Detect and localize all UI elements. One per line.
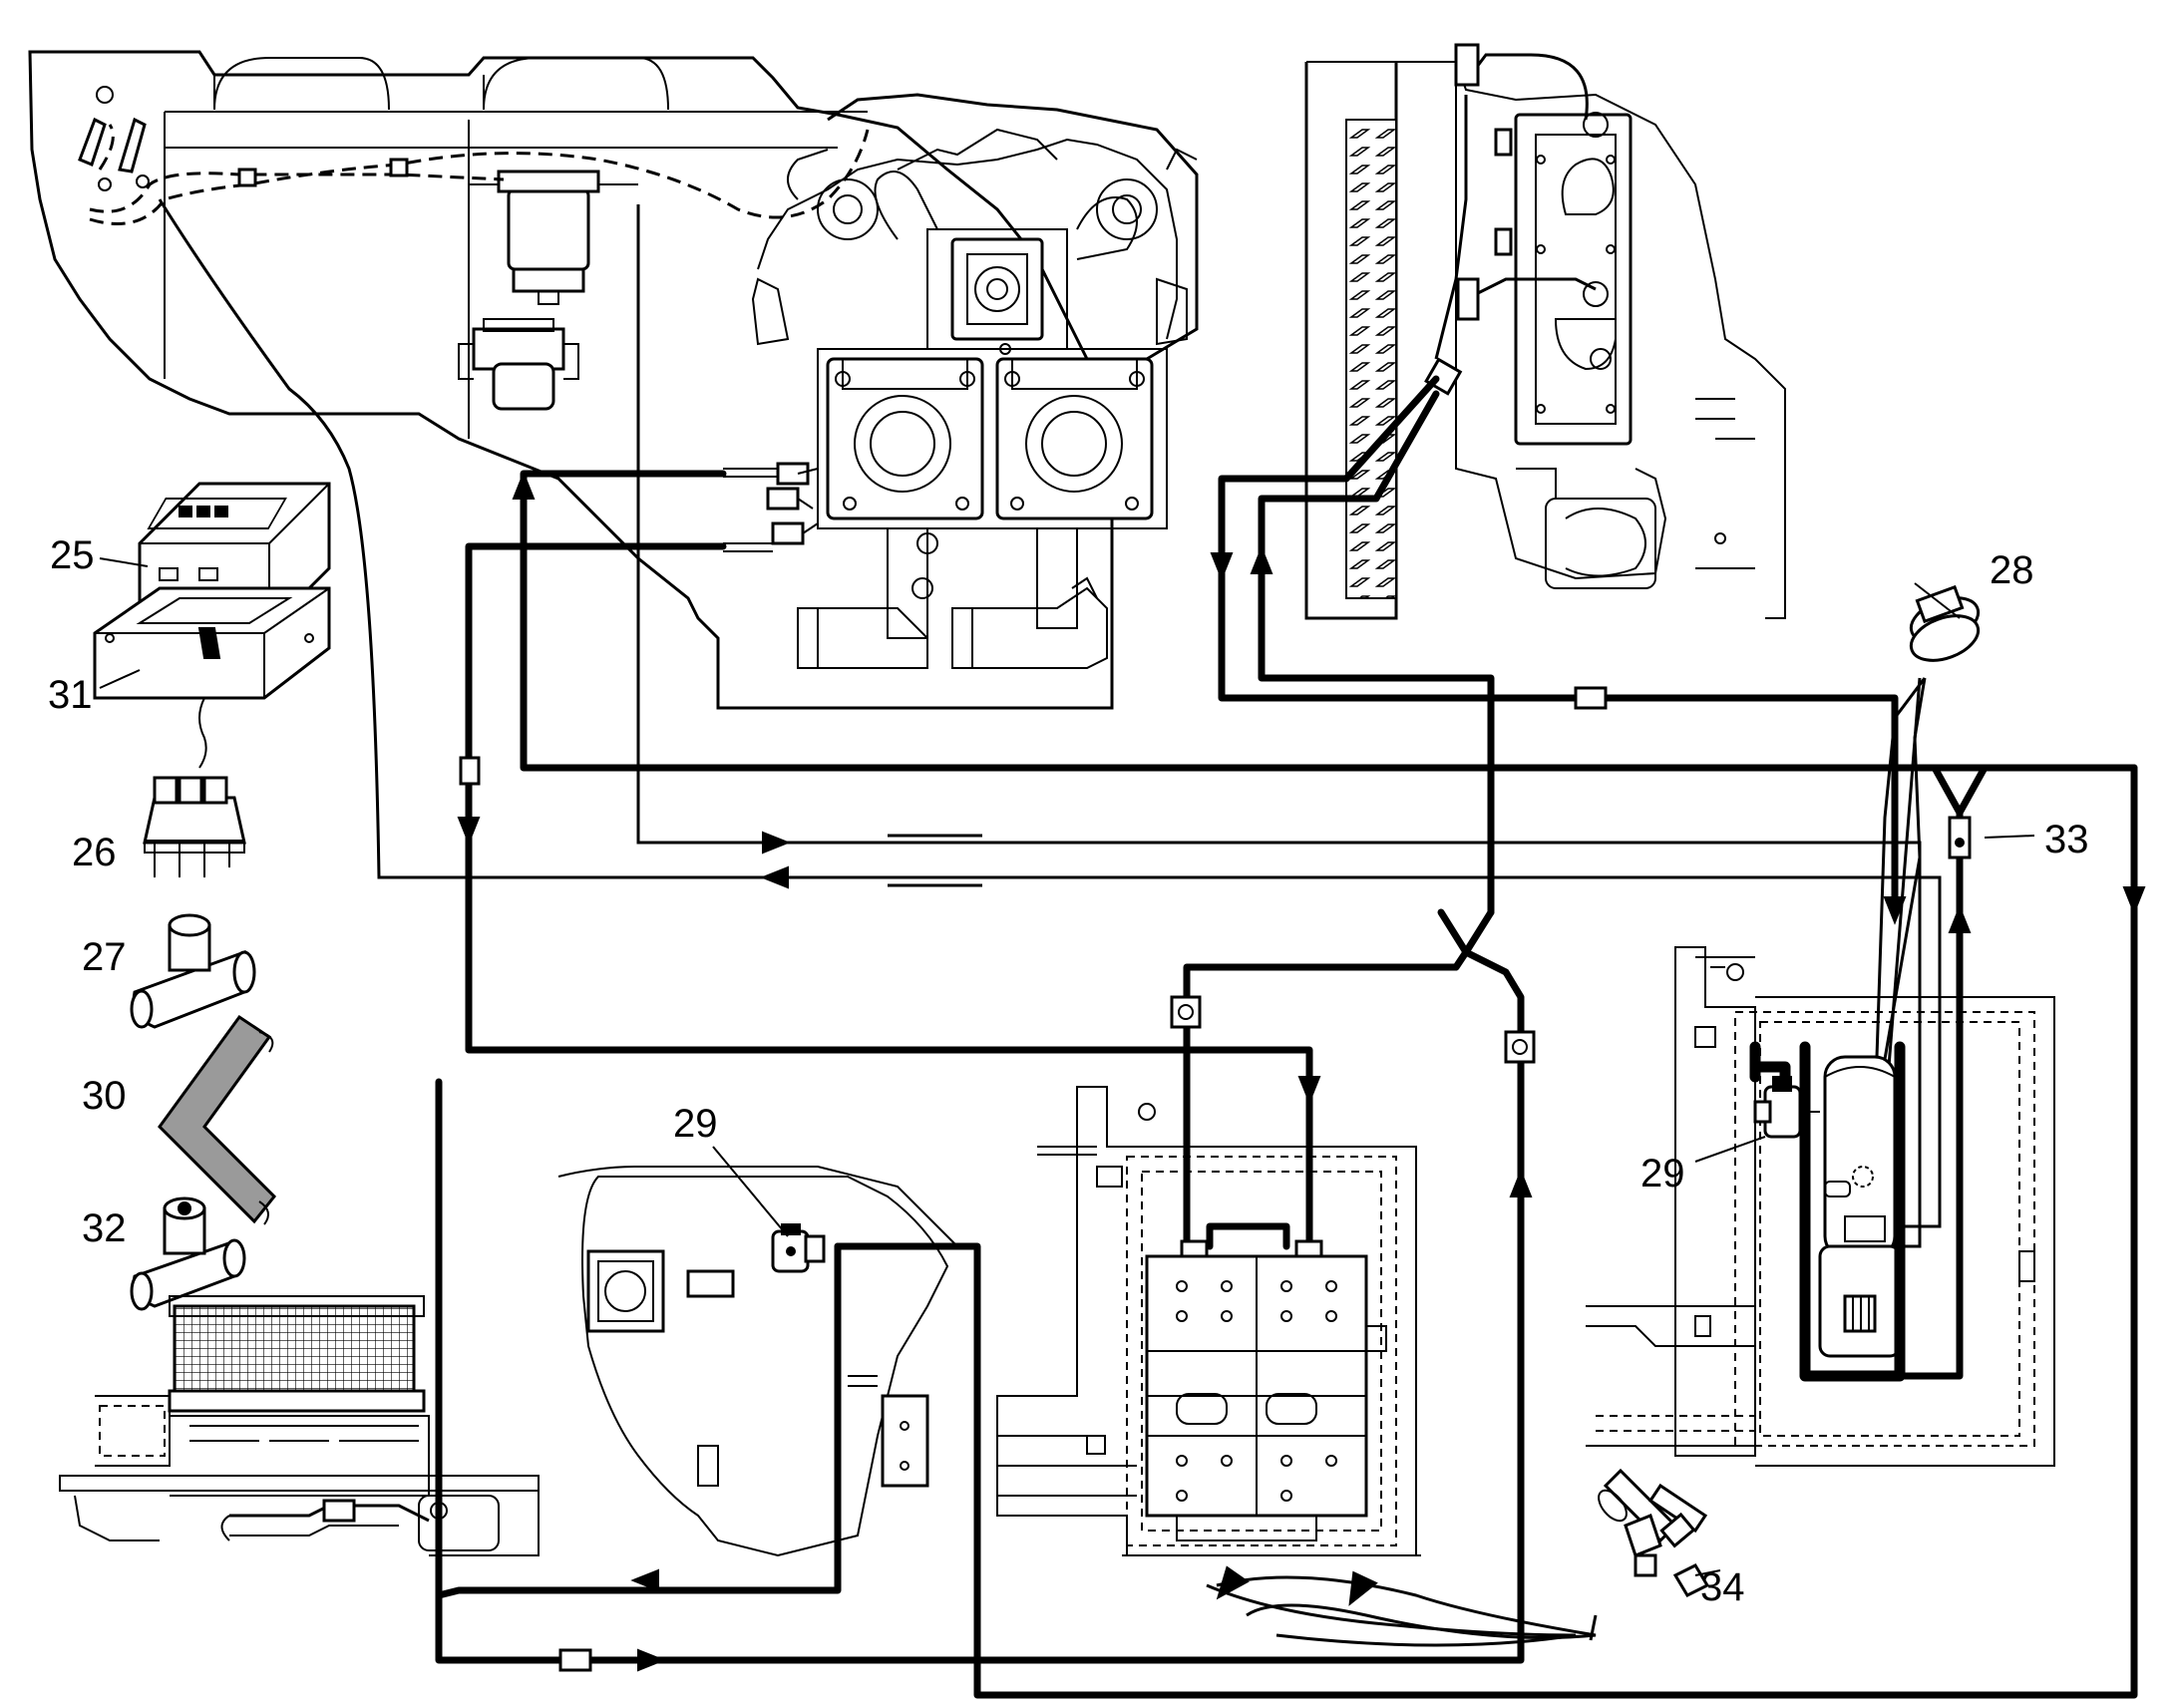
connector-left-vertical xyxy=(459,756,481,786)
engine-block xyxy=(723,93,1199,669)
arrow-down-left xyxy=(457,817,481,846)
arrow-down-tank xyxy=(1883,896,1907,925)
callout-29-left: 29 xyxy=(673,1102,718,1146)
part-28-hose-clamp xyxy=(1848,584,1981,1160)
chassis-frame-outline xyxy=(28,50,1114,710)
flow-arrows xyxy=(457,471,2146,1672)
part-31-mounting-frame xyxy=(93,586,331,769)
leader-lines xyxy=(99,557,2035,1576)
check-valve-battery-left xyxy=(1170,995,1202,1029)
arrow-up-left-loop xyxy=(512,471,536,500)
arrow-up-center xyxy=(1509,1169,1533,1197)
fuel-tank-heater xyxy=(1586,946,2055,1467)
callout-32: 32 xyxy=(82,1206,127,1250)
part-30-hose-elbow xyxy=(158,1014,277,1225)
arrow-left-fuel-return xyxy=(760,865,789,889)
part-27-tee-fitting xyxy=(130,913,256,1029)
arrow-down-radiator xyxy=(1210,552,1234,581)
line-connectors xyxy=(459,686,1608,1672)
callout-34: 34 xyxy=(1700,1565,1745,1609)
callout-27: 27 xyxy=(82,935,127,979)
callout-33: 33 xyxy=(2044,818,2089,861)
fuel-filter-assembly xyxy=(458,170,638,411)
callout-29-right: 29 xyxy=(1640,1152,1685,1196)
arrow-down-right xyxy=(2122,886,2146,915)
part-34-fittings xyxy=(1598,1468,1710,1597)
callout-31: 31 xyxy=(48,673,93,717)
heater-housing xyxy=(557,1166,958,1557)
arrow-left-bottom xyxy=(630,1568,659,1592)
callout-25: 25 xyxy=(50,533,95,577)
arrow-right-fuel-supply xyxy=(762,831,791,854)
heater-unit xyxy=(59,1295,540,1556)
connector-top-right xyxy=(1574,686,1608,710)
connector-bottom xyxy=(558,1648,592,1672)
part-33-y-junction xyxy=(1948,816,1972,859)
fuel-lines-dashed xyxy=(78,117,870,225)
battery-box xyxy=(996,1086,1598,1647)
part-32-tee-fitting xyxy=(130,1196,246,1311)
arrow-up-33 xyxy=(1948,904,1972,933)
arrow-down-battery xyxy=(1297,1076,1321,1105)
fuel-return-lines xyxy=(158,198,1942,1248)
radiator-assembly xyxy=(1304,43,1786,620)
arrow-right-bottom xyxy=(637,1648,666,1672)
callout-28: 28 xyxy=(1990,548,2034,592)
callout-30: 30 xyxy=(82,1074,127,1118)
callout-26: 26 xyxy=(72,831,117,874)
check-valve-center xyxy=(1504,1030,1536,1064)
part-26-connector xyxy=(143,776,246,877)
arrow-up-radiator xyxy=(1250,545,1273,574)
